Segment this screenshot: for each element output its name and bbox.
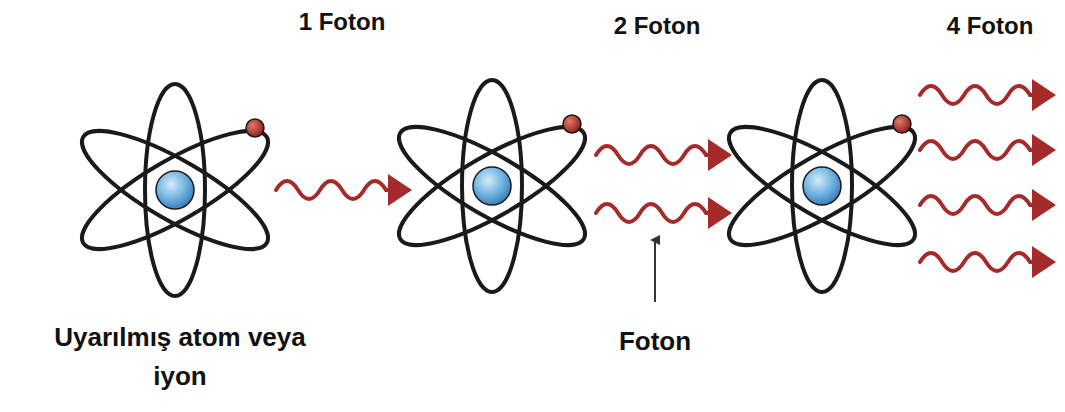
photon-label: Foton — [619, 322, 691, 361]
photon-label: 2 Foton — [614, 8, 701, 44]
photon-label: 4 Foton — [947, 8, 1034, 44]
atom-label: Uyarılmış atom veya iyon — [49, 318, 311, 396]
photon-label: 1 Foton — [299, 4, 386, 40]
